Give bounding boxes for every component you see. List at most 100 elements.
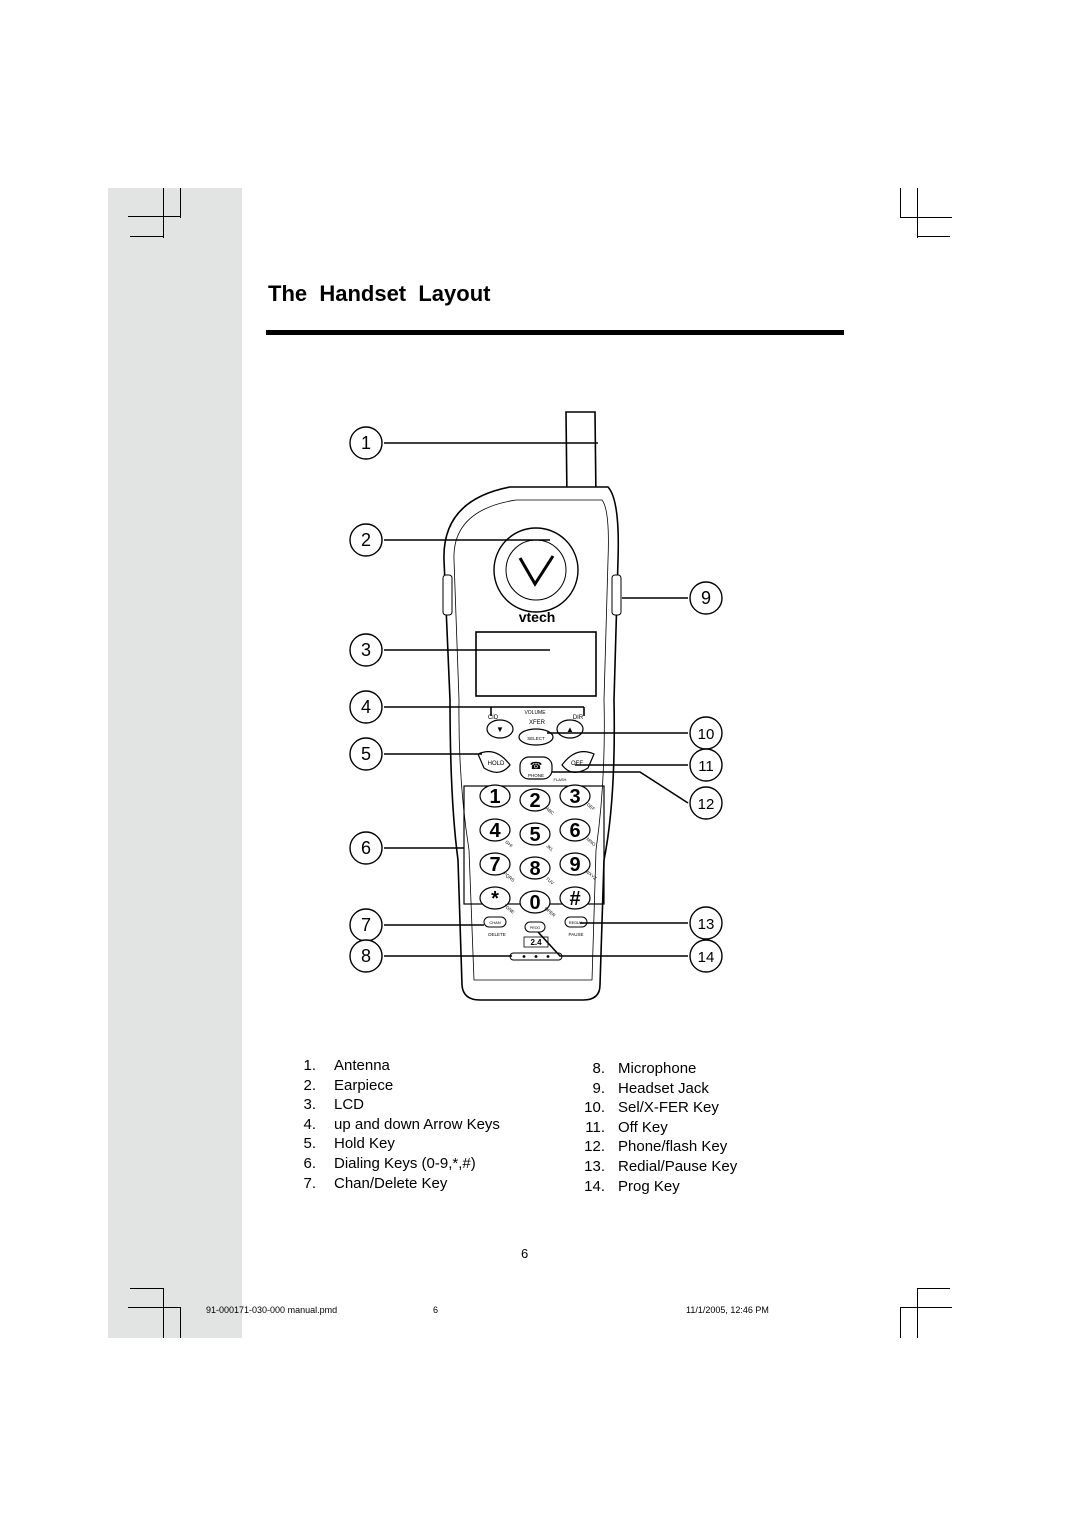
- legend-item-number: 1.: [303, 1057, 316, 1074]
- dial-key[interactable]: 4: [479, 818, 511, 842]
- callout-10: 10: [689, 716, 723, 750]
- svg-text:DELETE: DELETE: [488, 932, 506, 937]
- callout-1: 1: [349, 426, 383, 460]
- legend-item-label: Phone/flash Key: [618, 1138, 728, 1156]
- off-key: [561, 751, 595, 773]
- svg-text:HOLD: HOLD: [488, 761, 505, 767]
- svg-text:XFER: XFER: [529, 720, 546, 726]
- svg-text:*: *: [491, 888, 499, 910]
- key-letters: DEF: [586, 802, 596, 812]
- page-title: The Handset Layout: [268, 281, 491, 306]
- svg-text:9: 9: [569, 854, 580, 876]
- footer-page: 6: [433, 1305, 439, 1315]
- dial-key[interactable]: 5: [519, 822, 551, 846]
- svg-text:13: 13: [698, 916, 715, 933]
- legend-item-label: Redial/Pause Key: [618, 1157, 738, 1175]
- legend-item-number: 12.: [584, 1138, 605, 1156]
- svg-text:PHONE: PHONE: [528, 773, 544, 778]
- key-letters: TONE: [503, 903, 516, 915]
- svg-text:7: 7: [361, 915, 371, 935]
- dial-key[interactable]: 7: [479, 852, 511, 876]
- dial-key[interactable]: *: [479, 886, 511, 910]
- callout-9: 9: [689, 581, 723, 615]
- key-letters: JKL: [545, 843, 555, 852]
- callout-12: 12: [689, 786, 723, 820]
- dial-key[interactable]: #: [559, 886, 591, 910]
- dial-key[interactable]: 6: [559, 818, 591, 842]
- headset-jack: [611, 574, 622, 616]
- side-button: [442, 574, 453, 616]
- dial-key[interactable]: 2: [519, 788, 551, 812]
- callout-13: 13: [689, 906, 723, 940]
- svg-text:4: 4: [489, 820, 501, 842]
- leader-lines: [384, 442, 689, 957]
- svg-text:8: 8: [529, 858, 540, 880]
- legend-item-label: Sel/X-FER Key: [618, 1099, 719, 1117]
- svg-text:11: 11: [698, 758, 714, 775]
- legend-item-number: 14.: [584, 1177, 605, 1195]
- key-letters: ABC: [545, 806, 556, 816]
- legend-item-label: up and down Arrow Keys: [334, 1115, 500, 1133]
- svg-text:8: 8: [361, 946, 371, 966]
- legend-item-number: 5.: [303, 1135, 316, 1153]
- dial-key[interactable]: 3: [559, 784, 591, 808]
- lcd-screen: [475, 631, 597, 697]
- title-rule: [266, 330, 844, 335]
- legend-item-number: 13.: [584, 1157, 605, 1175]
- redial-key: [564, 916, 588, 928]
- svg-text:5: 5: [361, 744, 371, 764]
- svg-text:10: 10: [698, 726, 715, 743]
- svg-text:#: #: [569, 888, 580, 910]
- hold-key: [477, 751, 511, 773]
- svg-text:4: 4: [361, 697, 371, 717]
- brand-text: vtech: [519, 609, 556, 625]
- vtech-logo-mark: [518, 555, 555, 587]
- footer-datetime: 11/1/2005, 12:46 PM: [686, 1305, 769, 1315]
- svg-text:6: 6: [361, 838, 371, 858]
- legend-item-number: 11.: [585, 1118, 605, 1136]
- up-arrow-icon: ▲: [566, 725, 574, 734]
- dial-key[interactable]: 8: [519, 856, 551, 880]
- svg-text:1: 1: [489, 786, 500, 808]
- legend-item-label: LCD: [334, 1096, 365, 1114]
- legend-item-number: 9.: [592, 1079, 605, 1097]
- svg-text:2.4: 2.4: [530, 938, 542, 947]
- svg-text:REDIAL: REDIAL: [569, 920, 584, 925]
- legend-item-number: 10.: [584, 1099, 605, 1117]
- callout-6: 6: [349, 831, 383, 865]
- legend-item-number: 8.: [592, 1060, 605, 1077]
- svg-text:DIR: DIR: [573, 715, 584, 721]
- svg-text:2: 2: [361, 530, 371, 550]
- select-key: [518, 728, 554, 746]
- callout-2: 2: [349, 523, 383, 557]
- phone-flash-key: [519, 756, 553, 780]
- svg-text:CID: CID: [488, 715, 499, 721]
- callout-14: 14: [689, 939, 723, 973]
- legend-item-label: Hold Key: [334, 1135, 395, 1153]
- callout-4: 4: [349, 690, 383, 724]
- svg-text:14: 14: [698, 949, 715, 966]
- down-arrow-icon: ▼: [496, 725, 504, 734]
- svg-text:3: 3: [361, 640, 371, 660]
- handset-inner-outline: [453, 499, 609, 981]
- down-arrow-key: [486, 719, 514, 739]
- legend-item-number: 3.: [303, 1096, 316, 1114]
- svg-text:12: 12: [698, 796, 715, 813]
- handset-receiver-icon: ☎: [530, 761, 542, 772]
- prog-key: [524, 921, 546, 933]
- dial-key[interactable]: 0: [519, 890, 551, 914]
- side-margin-band: [108, 188, 242, 1338]
- dial-key[interactable]: 9: [559, 852, 591, 876]
- key-letters: TUV: [545, 876, 555, 886]
- legend-item-number: 2.: [303, 1076, 316, 1094]
- callout-5: 5: [349, 737, 383, 771]
- dial-key[interactable]: 1: [479, 784, 511, 808]
- svg-text:9: 9: [701, 588, 711, 608]
- legend-item-label: Microphone: [618, 1060, 697, 1077]
- callout-11: 11: [689, 748, 723, 782]
- legend-item-number: 6.: [303, 1154, 316, 1172]
- footer-file: 91-000171-030-000 manual.pmd: [206, 1305, 338, 1315]
- handset-diagram: vtech VOLUME CID DIR XFER ▼ ▲ SELECT HOL…: [349, 411, 723, 1001]
- chan-key: [483, 916, 507, 928]
